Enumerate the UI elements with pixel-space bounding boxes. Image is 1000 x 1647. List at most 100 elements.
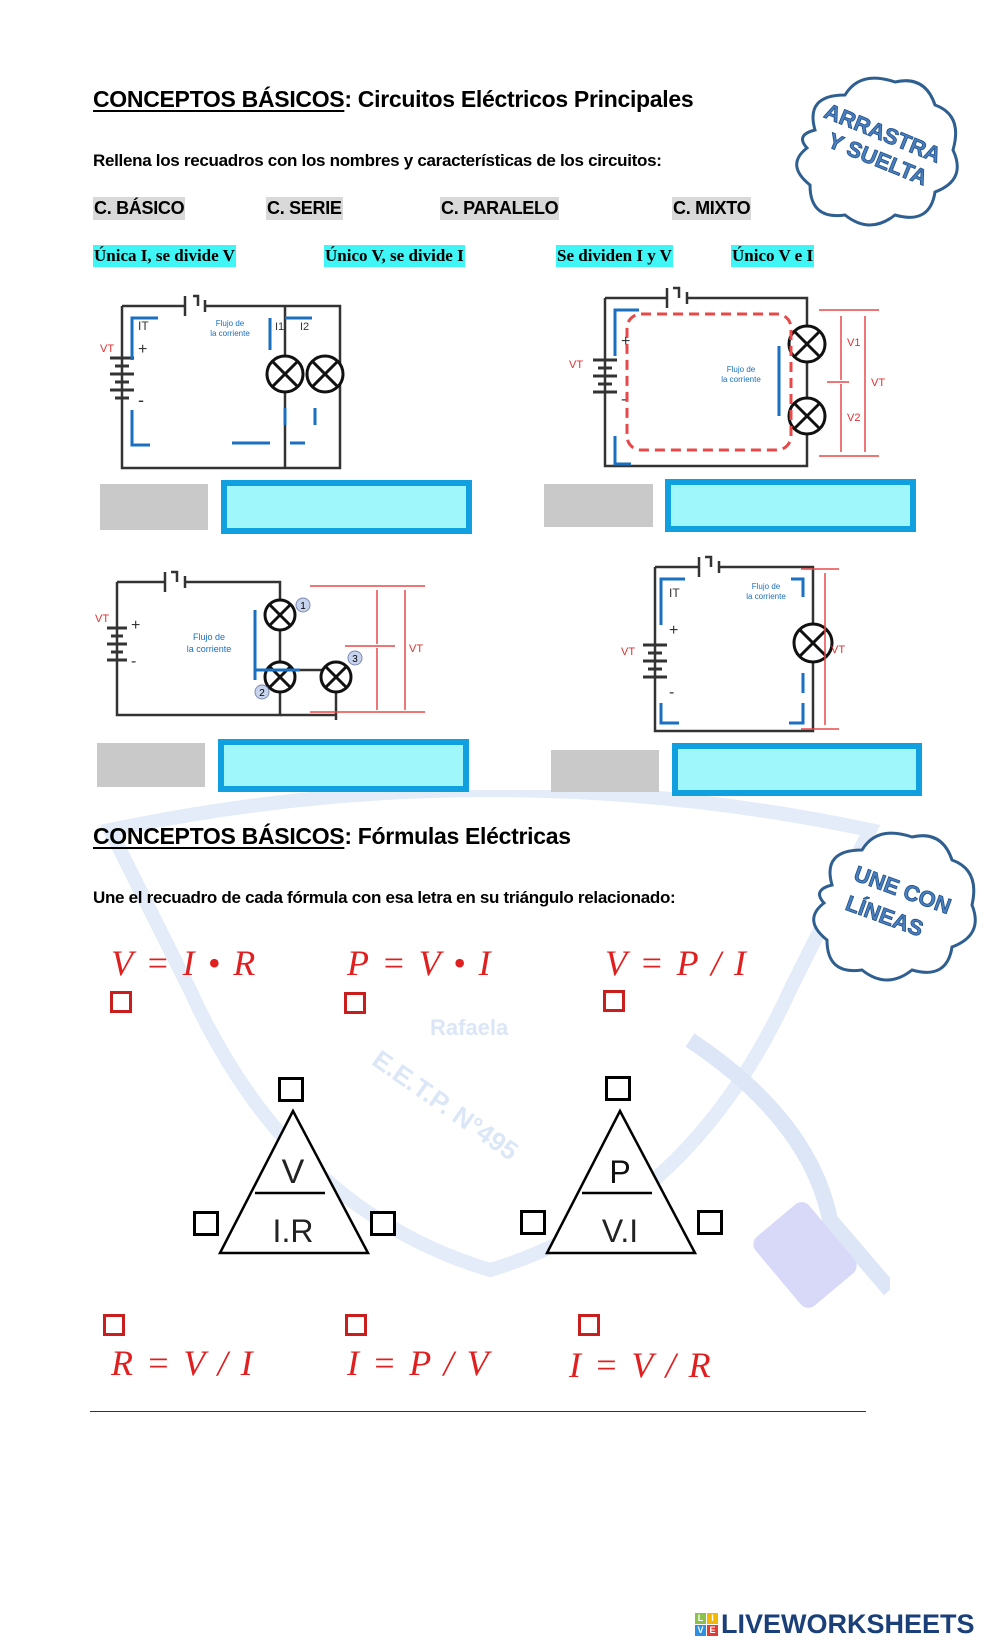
- section1-instruction: Rellena los recuadros con los nombres y …: [93, 151, 662, 170]
- logo-text: LIVEWORKSHEETS: [721, 1609, 975, 1639]
- drop-zone-trait-4[interactable]: [672, 743, 922, 796]
- match-box-tri2-left[interactable]: [520, 1210, 546, 1235]
- label-plus: +: [138, 341, 147, 358]
- label-flow: Flujo de: [752, 582, 781, 591]
- match-box-formula-1[interactable]: [110, 991, 132, 1013]
- power-triangle: P V.I: [544, 1108, 698, 1255]
- label-flow: la corriente: [210, 329, 250, 338]
- label-vt: VT: [621, 646, 635, 658]
- formula-p-vi: P = V • I: [347, 943, 493, 983]
- triangle2-top: P: [609, 1154, 630, 1190]
- lamp-icon: [319, 660, 353, 694]
- series-circuit-diagram: VT + - V1 V2 VT Flujo de la corriente: [569, 286, 885, 468]
- draggable-name-mixto[interactable]: C. MIXTO: [672, 197, 752, 220]
- label-flow: la corriente: [721, 375, 761, 384]
- formula-i-pv: I = P / V: [347, 1343, 491, 1383]
- draggable-name-serie[interactable]: C. SERIE: [266, 197, 343, 220]
- lamp-icon: [263, 660, 297, 694]
- match-box-formula-3[interactable]: [603, 990, 625, 1012]
- drop-zone-trait-1[interactable]: [221, 480, 472, 534]
- label-v2: V2: [847, 412, 860, 424]
- triangle1-top: V: [282, 1153, 305, 1191]
- lamp-icon: [263, 598, 297, 632]
- formula-r-vi: R = V / I: [111, 1343, 255, 1383]
- cloud-match-lines: UNE CON LÍNEAS: [812, 831, 977, 982]
- lamp-icon: [265, 354, 305, 394]
- school-shield-watermark: [99, 790, 890, 1308]
- draggable-name-paralelo[interactable]: C. PARALELO: [440, 197, 560, 220]
- formula-v-ir: V = I • R: [111, 943, 258, 983]
- ohm-triangle: V I.R: [217, 1108, 371, 1255]
- drop-zone-name-1[interactable]: [100, 484, 208, 530]
- draggable-trait-4[interactable]: Único V e I: [731, 245, 815, 267]
- battery-icon: [110, 356, 134, 400]
- liveworksheets-logo: L I V E LIVEWORKSHEETS: [695, 1609, 975, 1640]
- label-minus: -: [131, 653, 136, 670]
- label-it: IT: [669, 586, 680, 600]
- drop-zone-name-2[interactable]: [544, 484, 653, 527]
- drop-zone-trait-2[interactable]: [665, 479, 916, 532]
- match-box-formula-5[interactable]: [345, 1314, 367, 1336]
- section1-title: CONCEPTOS BÁSICOS: Circuitos Eléctricos …: [93, 86, 694, 113]
- logo-tile: E: [707, 1625, 718, 1636]
- divider-line: [90, 1411, 866, 1412]
- label-vt: VT: [100, 343, 114, 355]
- label-plus: +: [131, 617, 140, 634]
- label-vt: VT: [409, 643, 423, 655]
- title-rest: : Circuitos Eléctricos Principales: [344, 86, 694, 112]
- label-v1: V1: [847, 337, 860, 349]
- formula-i-vr: I = V / R: [569, 1345, 713, 1385]
- watermark-city: Rafaela: [430, 1015, 509, 1040]
- match-box-formula-6[interactable]: [578, 1314, 600, 1336]
- label-n1: 1: [300, 601, 306, 612]
- match-box-formula-2[interactable]: [344, 992, 366, 1014]
- label-plus: +: [669, 622, 678, 639]
- label-flow: Flujo de: [193, 632, 225, 642]
- triangle2-bottom: V.I: [602, 1213, 638, 1249]
- draggable-trait-3[interactable]: Se dividen I y V: [556, 245, 673, 267]
- triangle1-bottom: I.R: [273, 1213, 314, 1249]
- lamp-icon: [792, 622, 834, 664]
- title-underlined: CONCEPTOS BÁSICOS: [93, 823, 345, 849]
- logo-tiles-icon: L I V E: [695, 1613, 718, 1636]
- label-minus: -: [621, 391, 626, 408]
- formula-v-pi: V = P / I: [605, 943, 748, 983]
- draggable-trait-2[interactable]: Único V, se divide I: [324, 245, 465, 267]
- label-vt: VT: [95, 613, 109, 625]
- drop-zone-trait-3[interactable]: [218, 739, 469, 792]
- cloud-drag-drop: ARRASTRA Y SUELTA: [795, 76, 959, 227]
- draggable-trait-1[interactable]: Única I, se divide V: [93, 245, 236, 267]
- match-box-formula-4[interactable]: [103, 1314, 125, 1336]
- label-minus: -: [669, 684, 674, 701]
- draggable-name-basico[interactable]: C. BÁSICO: [93, 197, 186, 220]
- logo-tile: L: [695, 1613, 706, 1624]
- match-box-tri1-left[interactable]: [193, 1211, 219, 1236]
- title-rest: : Fórmulas Eléctricas: [344, 823, 571, 849]
- label-flow: la corriente: [746, 592, 786, 601]
- label-vt: VT: [831, 644, 845, 656]
- label-flow: la corriente: [187, 644, 232, 654]
- section2-title: CONCEPTOS BÁSICOS: Fórmulas Eléctricas: [93, 823, 571, 850]
- title-underlined: CONCEPTOS BÁSICOS: [93, 86, 345, 112]
- label-n3: 3: [352, 654, 358, 665]
- parallel-circuit-diagram: IT I1 I2 VT + - Flujo de la corriente: [100, 294, 345, 470]
- label-flow: Flujo de: [727, 365, 756, 374]
- label-vt: VT: [569, 359, 583, 371]
- match-box-tri1-right[interactable]: [370, 1211, 396, 1236]
- drop-zone-name-4[interactable]: [551, 750, 659, 792]
- section2-instruction: Une el recuadro de cada fórmula con esa …: [93, 888, 676, 907]
- match-box-tri2-top[interactable]: [605, 1076, 631, 1101]
- drop-zone-name-3[interactable]: [97, 743, 205, 787]
- mixed-circuit-diagram: 1 2 3 VT + - VT Flujo de la corriente: [95, 570, 425, 720]
- match-box-tri2-right[interactable]: [697, 1210, 723, 1235]
- label-vt: VT: [871, 377, 885, 389]
- label-i1: I1: [275, 321, 284, 333]
- label-i2: I2: [300, 321, 309, 333]
- logo-tile: I: [707, 1613, 718, 1624]
- label-it: IT: [138, 319, 149, 333]
- lamp-icon: [305, 354, 345, 394]
- basic-circuit-diagram: VT + - VT IT Flujo de la corriente: [621, 555, 845, 733]
- match-box-tri1-top[interactable]: [278, 1077, 304, 1102]
- lamp-icon: [787, 396, 827, 436]
